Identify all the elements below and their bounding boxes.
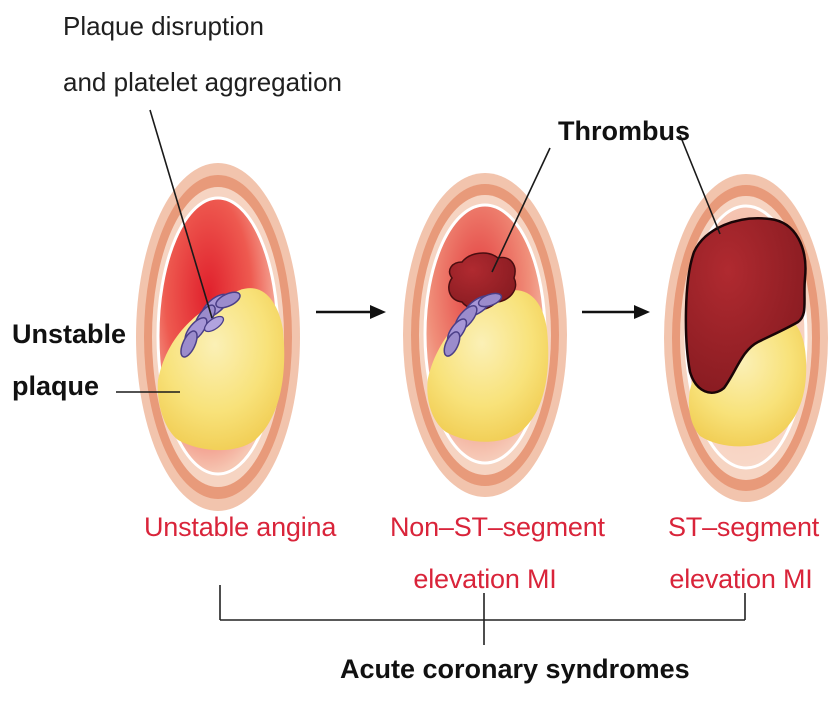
label-acute-coronary-syndromes: Acute coronary syndromes [340, 656, 630, 683]
caption-unstable-angina: Unstable angina [144, 514, 302, 541]
syndrome-bracket [220, 585, 745, 645]
vessel-unstable-angina [136, 163, 300, 511]
vessel-stemi [664, 174, 828, 502]
label-thrombus: Thrombus [558, 118, 690, 145]
label-plaque-disruption-2: and platelet aggregation [63, 69, 342, 95]
caption-stemi-1: ST–segment [668, 514, 814, 541]
progression-arrow-2 [582, 305, 650, 319]
progression-arrow-1 [316, 305, 386, 319]
caption-stemi-2: elevation MI [668, 566, 814, 593]
label-unstable-plaque-1: Unstable [12, 321, 126, 348]
label-plaque-disruption-1: Plaque disruption [63, 13, 264, 39]
vessel-nstemi [403, 173, 567, 497]
caption-nstemi-1: Non–ST–segment [390, 514, 580, 541]
caption-nstemi-2: elevation MI [390, 566, 580, 593]
label-unstable-plaque-2: plaque [12, 373, 99, 400]
